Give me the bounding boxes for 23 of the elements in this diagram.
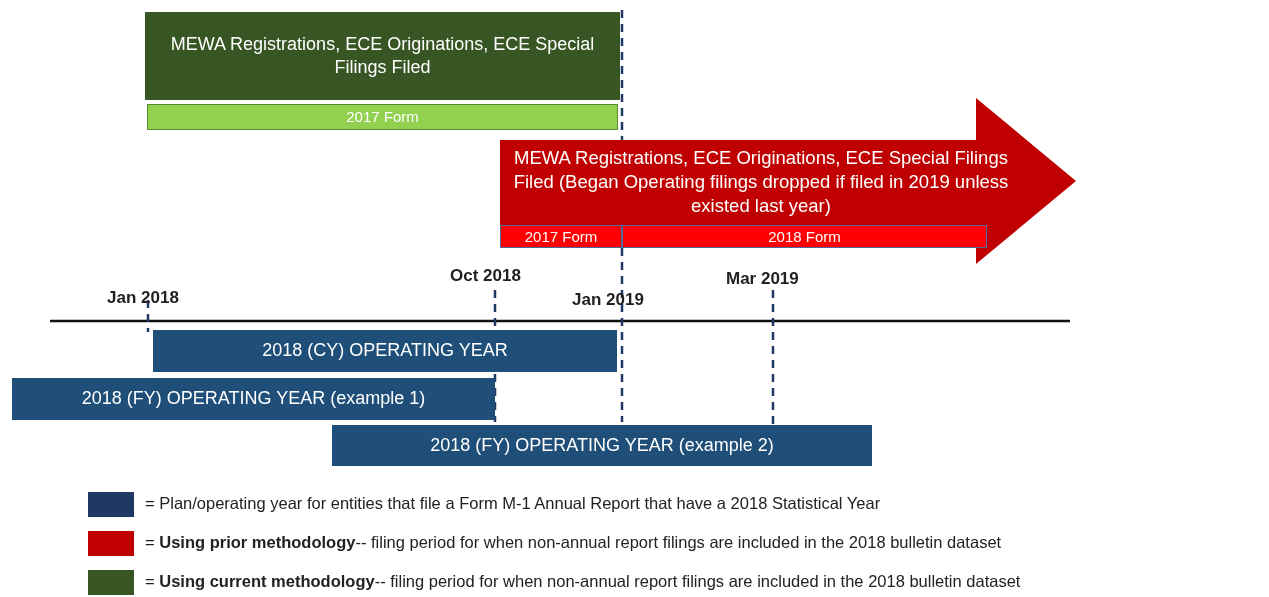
legend-text: = Plan/operating year for entities that file a Form M-1 Annual Report that have a 2018 Statistical Year bbox=[145, 494, 881, 513]
bar-label: 2018 (FY) OPERATING YEAR (example 2) bbox=[430, 433, 774, 457]
operating-year-bar bbox=[332, 425, 872, 466]
form-bar bbox=[147, 104, 618, 130]
filing-period-arrow bbox=[500, 98, 1076, 264]
bar-label: 2018 Form bbox=[768, 226, 841, 247]
date-label: Jan 2019 bbox=[572, 290, 644, 310]
bar-label: 2018 (CY) OPERATING YEAR bbox=[262, 339, 508, 363]
operating-year-bar bbox=[153, 330, 617, 372]
bar-label: 2017 Form bbox=[346, 107, 419, 127]
legend-text: = Using current methodology-- filing period for when non-annual report filings are included in the 2018 bulletin dataset bbox=[145, 572, 1021, 591]
operating-year-bar bbox=[12, 378, 495, 420]
bar-label: 2017 Form bbox=[524, 226, 598, 247]
legend-text: = Using prior methodology-- filing period for when non-annual report filings are included in the 2018 bulletin dataset bbox=[145, 533, 1002, 552]
form-bar bbox=[500, 225, 622, 248]
date-label: Mar 2019 bbox=[726, 269, 799, 289]
filing-period-box bbox=[145, 12, 620, 100]
date-label: Jan 2018 bbox=[107, 288, 179, 308]
date-label: Oct 2018 bbox=[450, 266, 521, 286]
filing-description: MEWA Registrations, ECE Originations, ECE Special Filings Filed bbox=[169, 32, 596, 79]
bar-label: 2018 (FY) OPERATING YEAR (example 1) bbox=[81, 387, 426, 411]
filing-description: MEWA Registrations, ECE Originations, ECE Special Filings Filed (Began Operating filings dropped if filed in 2019 unless existed last year) bbox=[512, 145, 1010, 218]
form-bar bbox=[622, 225, 987, 248]
